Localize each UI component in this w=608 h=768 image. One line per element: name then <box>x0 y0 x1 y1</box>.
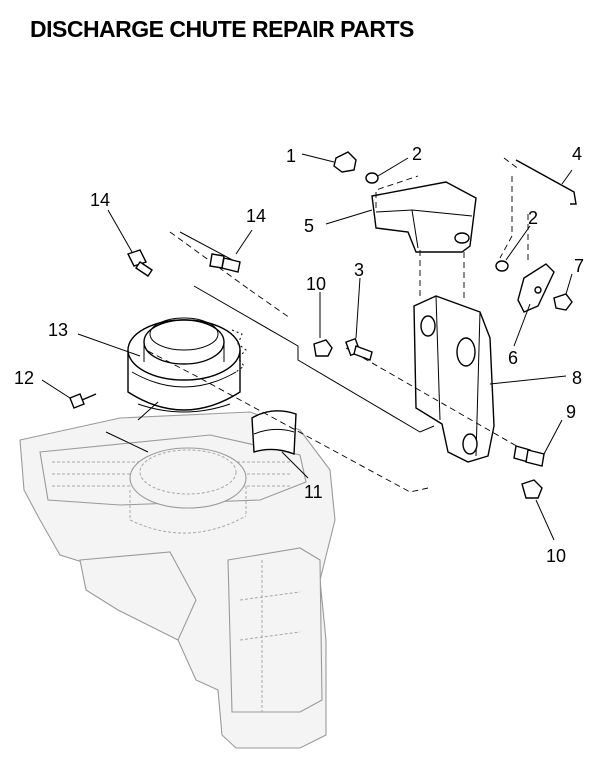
snowthrower-housing-outline <box>19 411 336 749</box>
hex-nut-1 <box>333 151 357 173</box>
chute-bracket-5 <box>371 181 477 253</box>
nut-10-left <box>313 339 333 357</box>
callout-11: 11 <box>304 482 323 502</box>
callout-6: 6 <box>508 348 518 368</box>
chute-ring-13 <box>127 317 247 413</box>
screw-12 <box>69 393 97 409</box>
callout-13: 13 <box>48 320 68 340</box>
callout-9: 9 <box>566 402 576 422</box>
callout-4: 4 <box>572 144 582 164</box>
callout-14-right: 14 <box>246 206 266 226</box>
washer-2-upper <box>365 172 379 184</box>
bolt-14-right <box>209 253 241 273</box>
leader-lines <box>41 153 573 541</box>
carriage-bolt-3 <box>345 337 373 361</box>
callout-8: 8 <box>572 368 582 388</box>
callout-10-upper: 10 <box>306 274 326 294</box>
nut-7 <box>553 293 573 311</box>
callout-1: 1 <box>286 146 296 166</box>
nut-10-right <box>521 479 543 499</box>
plate-6 <box>517 263 555 313</box>
callout-2-upper: 2 <box>412 144 422 164</box>
callout-labels: 1 2 4 5 2 7 3 10 6 8 9 10 11 12 13 14 14 <box>14 144 584 566</box>
bolt-9 <box>513 445 545 467</box>
callout-12: 12 <box>14 368 34 388</box>
assembly-lines <box>105 157 529 493</box>
retainer-11 <box>251 410 297 456</box>
callout-5: 5 <box>304 216 314 236</box>
callout-2-lower: 2 <box>528 208 538 228</box>
washer-2-lower <box>495 260 509 272</box>
diagram-title: DISCHARGE CHUTE REPAIR PARTS <box>30 16 414 42</box>
callout-10-lower: 10 <box>546 546 566 566</box>
bolt-14-left <box>127 249 153 277</box>
callout-3: 3 <box>354 260 364 280</box>
deflector-bracket-8 <box>413 295 495 463</box>
callout-7: 7 <box>574 256 584 276</box>
rod-4 <box>515 159 577 205</box>
callout-14-left: 14 <box>90 190 110 210</box>
